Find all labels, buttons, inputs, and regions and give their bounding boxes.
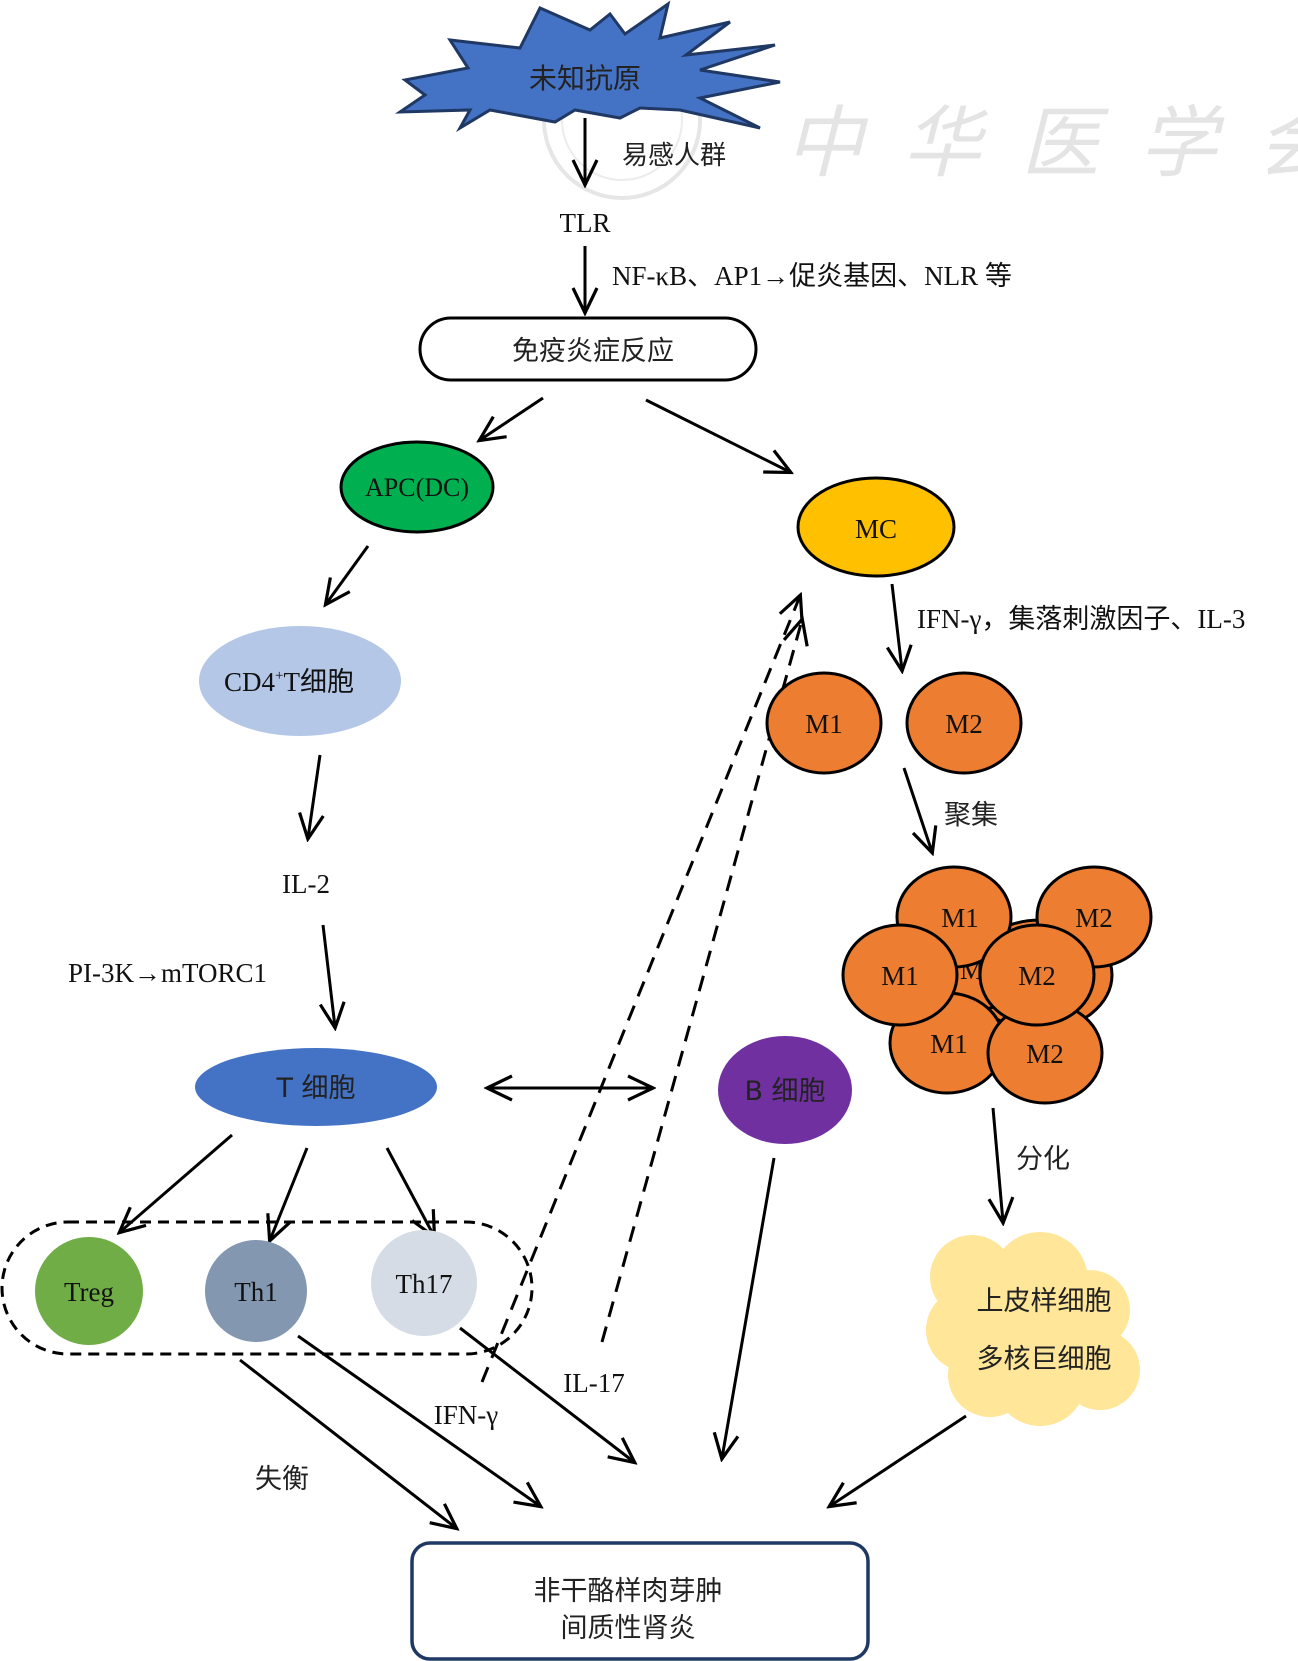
arrow-epithelioid-outcome <box>830 1414 967 1506</box>
arrow-cd4-il2 <box>308 754 320 838</box>
arrow-mc-m1m2 <box>892 583 902 670</box>
arrow-apc-cd4 <box>326 545 370 604</box>
arrow-inflammation-mc <box>645 398 790 472</box>
bcell-label: B 细胞 <box>744 1076 825 1107</box>
th17-circle <box>371 1230 477 1336</box>
arrow-treg-outcome <box>239 1358 456 1528</box>
arrow-differentiate <box>993 1107 1003 1222</box>
label-susceptible: 易感人群 <box>622 141 726 171</box>
apc-node[interactable]: APC(DC) <box>339 440 495 534</box>
cluster-cell-3 <box>841 923 959 1027</box>
mc-ellipse <box>796 476 956 578</box>
apc-ellipse <box>339 440 495 534</box>
cd4-label-main: CD4 <box>224 667 276 697</box>
tcell-label: T 细胞 <box>275 1073 355 1104</box>
arrow-inflammation-apc <box>480 396 544 440</box>
label-aggregate: 聚集 <box>944 800 998 831</box>
antigen-label: 未知抗原 <box>529 62 641 95</box>
treg-circle <box>35 1237 143 1345</box>
epithelioid-label-2: 多核巨细胞 <box>977 1344 1112 1375</box>
cluster-cell-4 <box>978 923 1096 1027</box>
cd4-label: CD4+T细胞 <box>224 667 354 697</box>
inflammation-pill <box>418 316 758 382</box>
il2-label: IL-2 <box>282 869 330 899</box>
label-pi3k: PI-3K→mTORC1 <box>68 958 267 988</box>
th17-node[interactable]: Th17 <box>371 1230 477 1336</box>
cloud-shape <box>926 1232 1140 1426</box>
cluster-label-2: M2 <box>1075 903 1113 933</box>
label-tlr-path: NF-κB、AP1→促炎基因、NLR 等 <box>612 261 1012 291</box>
tcell-ellipse <box>195 1048 437 1126</box>
th1-node[interactable]: Th1 <box>205 1240 307 1342</box>
m2-node[interactable]: M2 <box>905 671 1023 775</box>
outcome-box <box>410 1541 870 1661</box>
cd4-node[interactable]: CD4+T细胞 <box>199 626 401 736</box>
label-ifng: IFN-γ <box>434 1400 498 1430</box>
arrow-tcell-treg <box>120 1133 233 1232</box>
outcome-label-2: 间质性肾炎 <box>561 1613 696 1644</box>
arrow-th1-outcome <box>297 1334 540 1506</box>
arrow-il17-mc <box>600 620 802 1343</box>
watermark-text: 中华医学会 <box>785 99 1298 189</box>
cluster-label-3: M1 <box>881 961 919 991</box>
cd4-label-rest: T细胞 <box>283 667 354 697</box>
treg-label: Treg <box>64 1277 114 1307</box>
epithelioid-node[interactable]: 上皮样细胞 多核巨细胞 <box>926 1232 1140 1426</box>
outcome-label-1: 非干酪样肉芽肿 <box>534 1576 723 1607</box>
label-differentiate: 分化 <box>1016 1144 1070 1175</box>
arrow-ifng-mc <box>480 596 800 1383</box>
apc-label: APC(DC) <box>365 473 469 502</box>
watermark: 中华医学会 <box>542 40 1298 200</box>
outcome-node[interactable]: 非干酪样肉芽肿 间质性肾炎 <box>410 1541 870 1661</box>
cluster-label-4: M2 <box>1018 961 1056 991</box>
m1-ellipse <box>765 671 883 775</box>
inflammation-label: 免疫炎症反应 <box>512 336 674 367</box>
th17-label: Th17 <box>396 1269 453 1299</box>
th1-circle <box>205 1240 307 1342</box>
th1-label: Th1 <box>234 1277 278 1307</box>
th-subsets-group <box>0 1220 534 1356</box>
macrophage-cluster[interactable]: M M1 M2 M1 M2 M1 M2 <box>841 865 1153 1105</box>
tcell-node[interactable]: T 细胞 <box>195 1048 437 1126</box>
treg-node[interactable]: Treg <box>35 1237 143 1345</box>
label-mc-factors: IFN-γ，集落刺激因子、IL-3 <box>917 604 1245 634</box>
arrow-bcell-outcome <box>722 1157 776 1458</box>
cd4-label-sup: + <box>275 668 283 684</box>
mc-node[interactable]: MC <box>796 476 956 578</box>
cluster-label-6: M2 <box>1026 1039 1064 1069</box>
label-imbalance: 失衡 <box>255 1464 309 1495</box>
inflammation-node[interactable]: 免疫炎症反应 <box>418 316 758 382</box>
arrow-tcell-th17 <box>385 1147 434 1236</box>
arrow-tcell-th1 <box>270 1147 309 1240</box>
cluster-label-1: M1 <box>941 903 979 933</box>
antigen-node[interactable]: 未知抗原 <box>394 0 781 133</box>
starburst-shape <box>394 0 781 133</box>
m2-label: M2 <box>945 709 983 739</box>
m1-label: M1 <box>805 709 843 739</box>
arrow-il2-tcell <box>323 924 335 1027</box>
mc-label: MC <box>855 514 897 544</box>
tlr-label: TLR <box>560 208 611 238</box>
arrow-th17-outcome <box>459 1326 634 1462</box>
bcell-ellipse <box>718 1036 852 1144</box>
epithelioid-label-1: 上皮样细胞 <box>977 1286 1112 1317</box>
m1-node[interactable]: M1 <box>765 671 883 775</box>
arrow-aggregate <box>902 767 932 852</box>
bcell-node[interactable]: B 细胞 <box>718 1036 852 1144</box>
cd4-ellipse <box>199 626 401 736</box>
cluster-label-5: M1 <box>930 1029 968 1059</box>
m2-ellipse <box>905 671 1023 775</box>
label-il17: IL-17 <box>563 1368 624 1398</box>
